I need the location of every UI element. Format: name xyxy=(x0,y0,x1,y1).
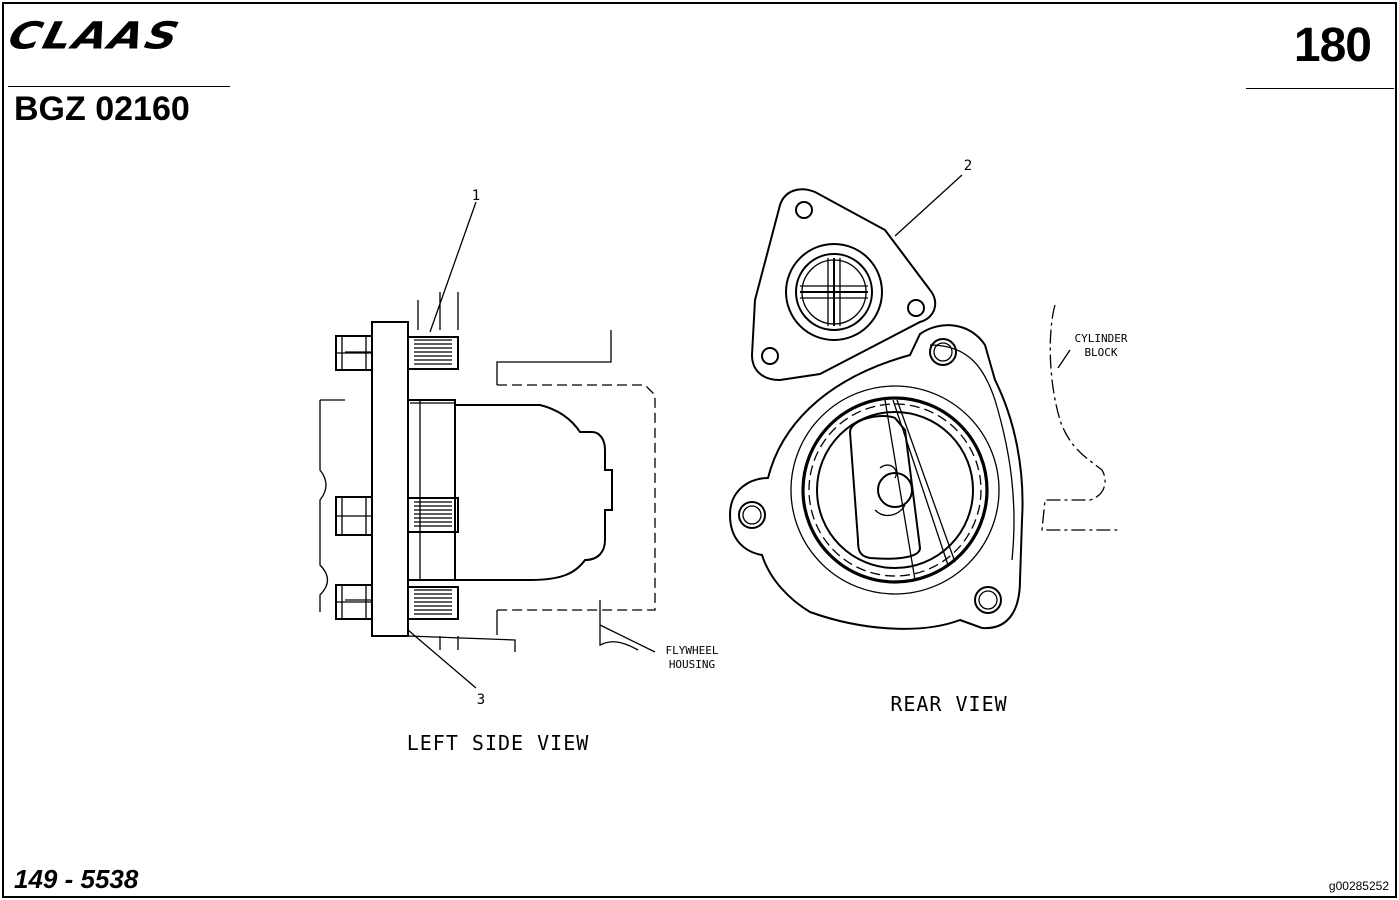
drawing-code: BGZ 02160 xyxy=(14,90,190,128)
flywheel-label-line2: HOUSING xyxy=(669,658,715,671)
bolt-thread-mid xyxy=(407,497,459,533)
gear-ring xyxy=(801,396,989,584)
cylinder-block-outline xyxy=(1041,304,1120,531)
block-outline-left xyxy=(319,400,329,612)
shaft-bore xyxy=(877,472,913,508)
cylinder-label-line1: CYLINDER xyxy=(1075,332,1128,345)
rear-view-label: REAR VIEW xyxy=(890,692,1007,716)
mount-hole-top xyxy=(929,338,957,366)
leader-2 xyxy=(894,174,963,237)
mount-hole-left xyxy=(738,501,766,529)
mount-hole-bottom xyxy=(974,586,1002,614)
rotor-slot xyxy=(848,414,922,560)
leader-3 xyxy=(407,629,477,689)
header-rule-left xyxy=(8,86,230,87)
upper-flange xyxy=(750,188,937,382)
left-side-view xyxy=(319,201,656,689)
leader-cylinder xyxy=(1057,349,1071,369)
callout-2: 2 xyxy=(964,158,972,174)
bolt-thread-bottom xyxy=(407,586,459,620)
rear-view xyxy=(728,174,1120,630)
flange-plate xyxy=(371,321,409,637)
header-rule-right xyxy=(1246,88,1394,89)
leader-flywheel xyxy=(599,624,656,653)
housing-hidden-outline xyxy=(497,384,656,611)
flywheel-label-line1: FLYWHEEL xyxy=(666,644,719,657)
page-number: 180 xyxy=(1293,19,1372,72)
part-number: 149 - 5538 xyxy=(14,864,139,894)
pump-body xyxy=(455,404,613,581)
callout-3: 3 xyxy=(477,692,485,708)
callout-1: 1 xyxy=(472,188,480,204)
leader-1 xyxy=(429,201,477,333)
image-reference: g00285252 xyxy=(1328,879,1389,893)
left-side-view-label: LEFT SIDE VIEW xyxy=(407,731,590,755)
bolt-thread-top xyxy=(407,336,459,370)
port-outer xyxy=(785,243,883,341)
main-housing xyxy=(728,324,1024,630)
cylinder-label-line2: BLOCK xyxy=(1084,346,1117,359)
pump-neck xyxy=(408,399,456,581)
